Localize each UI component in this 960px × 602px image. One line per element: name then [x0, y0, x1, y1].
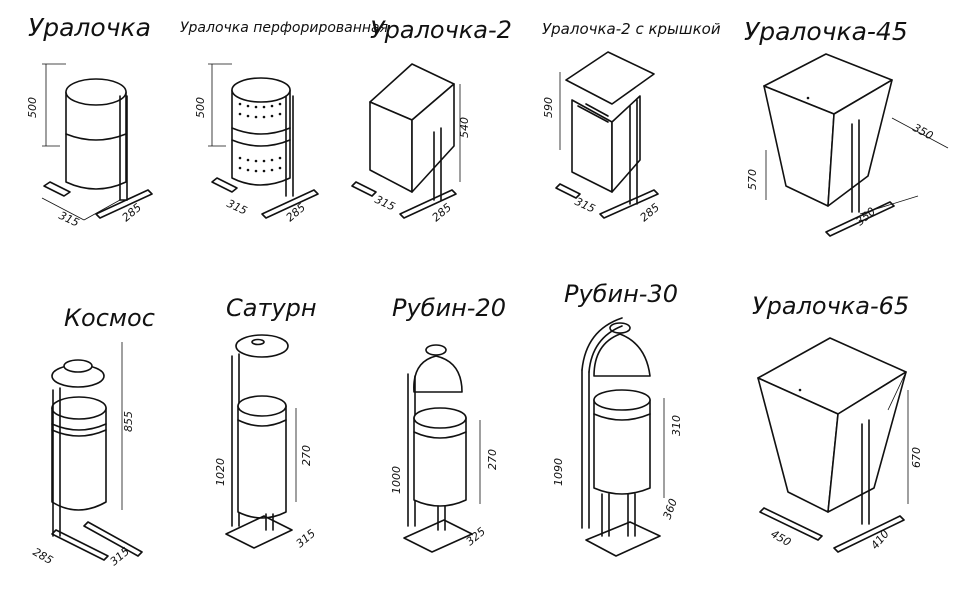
bin-drawing	[555, 51, 659, 219]
dim-depth: 410	[868, 527, 891, 551]
dim-width: 450	[769, 527, 794, 549]
bin-drawing	[225, 334, 293, 549]
dim-width: 310	[670, 415, 683, 436]
dim-height: 1090	[552, 458, 565, 486]
product-title: Уралочка-2 с крышкой	[542, 20, 721, 38]
bin-drawing	[763, 53, 895, 237]
dim-height: 590	[542, 97, 555, 118]
product-uralochka-2-lid: Уралочка-2 с крышкой 590 315 285	[542, 20, 721, 224]
dim-width: 315	[373, 193, 398, 214]
product-uralochka: Уралочка 500 315 285	[26, 13, 153, 230]
bin-drawing	[403, 344, 473, 553]
product-rubin-20: Рубин-20 1000 270 325	[390, 294, 506, 553]
product-title: Уралочка-65	[752, 292, 909, 320]
bin-drawing	[757, 337, 907, 553]
bin-drawing	[43, 78, 153, 219]
product-title: Уралочка	[28, 13, 151, 42]
dim-depth: 285	[638, 201, 662, 224]
product-title: Космос	[64, 304, 155, 332]
dim-depth: 325	[464, 525, 488, 548]
bin-drawing	[351, 63, 457, 219]
product-uralochka-45: Уралочка-45 570 350 350	[744, 17, 949, 237]
dim-width: 270	[486, 449, 499, 470]
dim-height: 500	[26, 97, 39, 118]
dim-height: 1020	[214, 458, 227, 486]
dim-width: 315	[573, 195, 598, 216]
product-title: Уралочка-45	[744, 17, 908, 46]
dim-depth: 285	[284, 201, 308, 224]
dim-width: 285	[31, 545, 56, 567]
dim-height: 540	[458, 117, 471, 138]
product-uralochka-perf: Уралочка перфорированная 500 315 285	[180, 20, 388, 224]
dim-height: 855	[122, 411, 135, 432]
product-rubin-30: Рубин-30 1090 310 360	[552, 280, 683, 557]
dim-depth: 360	[661, 497, 680, 521]
bin-drawing	[51, 359, 143, 561]
product-title: Уралочка перфорированная	[180, 20, 388, 36]
product-uralochka-2: Уралочка-2 540 315 285	[351, 16, 512, 224]
dim-width: 350	[854, 205, 878, 228]
dim-height: 670	[910, 447, 923, 468]
bin-drawing	[581, 317, 661, 557]
dim-height: 570	[746, 169, 759, 190]
dim-width: 315	[225, 197, 250, 218]
product-kosmos: Космос 855 285 315	[31, 304, 155, 568]
dim-depth: 315	[108, 545, 132, 568]
product-title: Рубин-20	[392, 294, 506, 322]
product-uralochka-65: Уралочка-65 670 450 410	[752, 292, 923, 553]
dim-height: 1000	[390, 466, 403, 494]
bin-drawing	[211, 77, 319, 219]
product-title: Рубин-30	[564, 280, 678, 308]
dim-depth: 285	[120, 201, 144, 224]
product-title: Уралочка-2	[370, 16, 512, 44]
product-saturn: Сатурн 1020 270 315	[214, 294, 318, 550]
dim-width: 270	[300, 445, 313, 466]
dim-depth: 315	[294, 527, 318, 550]
product-title: Сатурн	[226, 294, 317, 322]
dim-height: 500	[194, 97, 207, 118]
dim-width: 315	[57, 209, 82, 230]
